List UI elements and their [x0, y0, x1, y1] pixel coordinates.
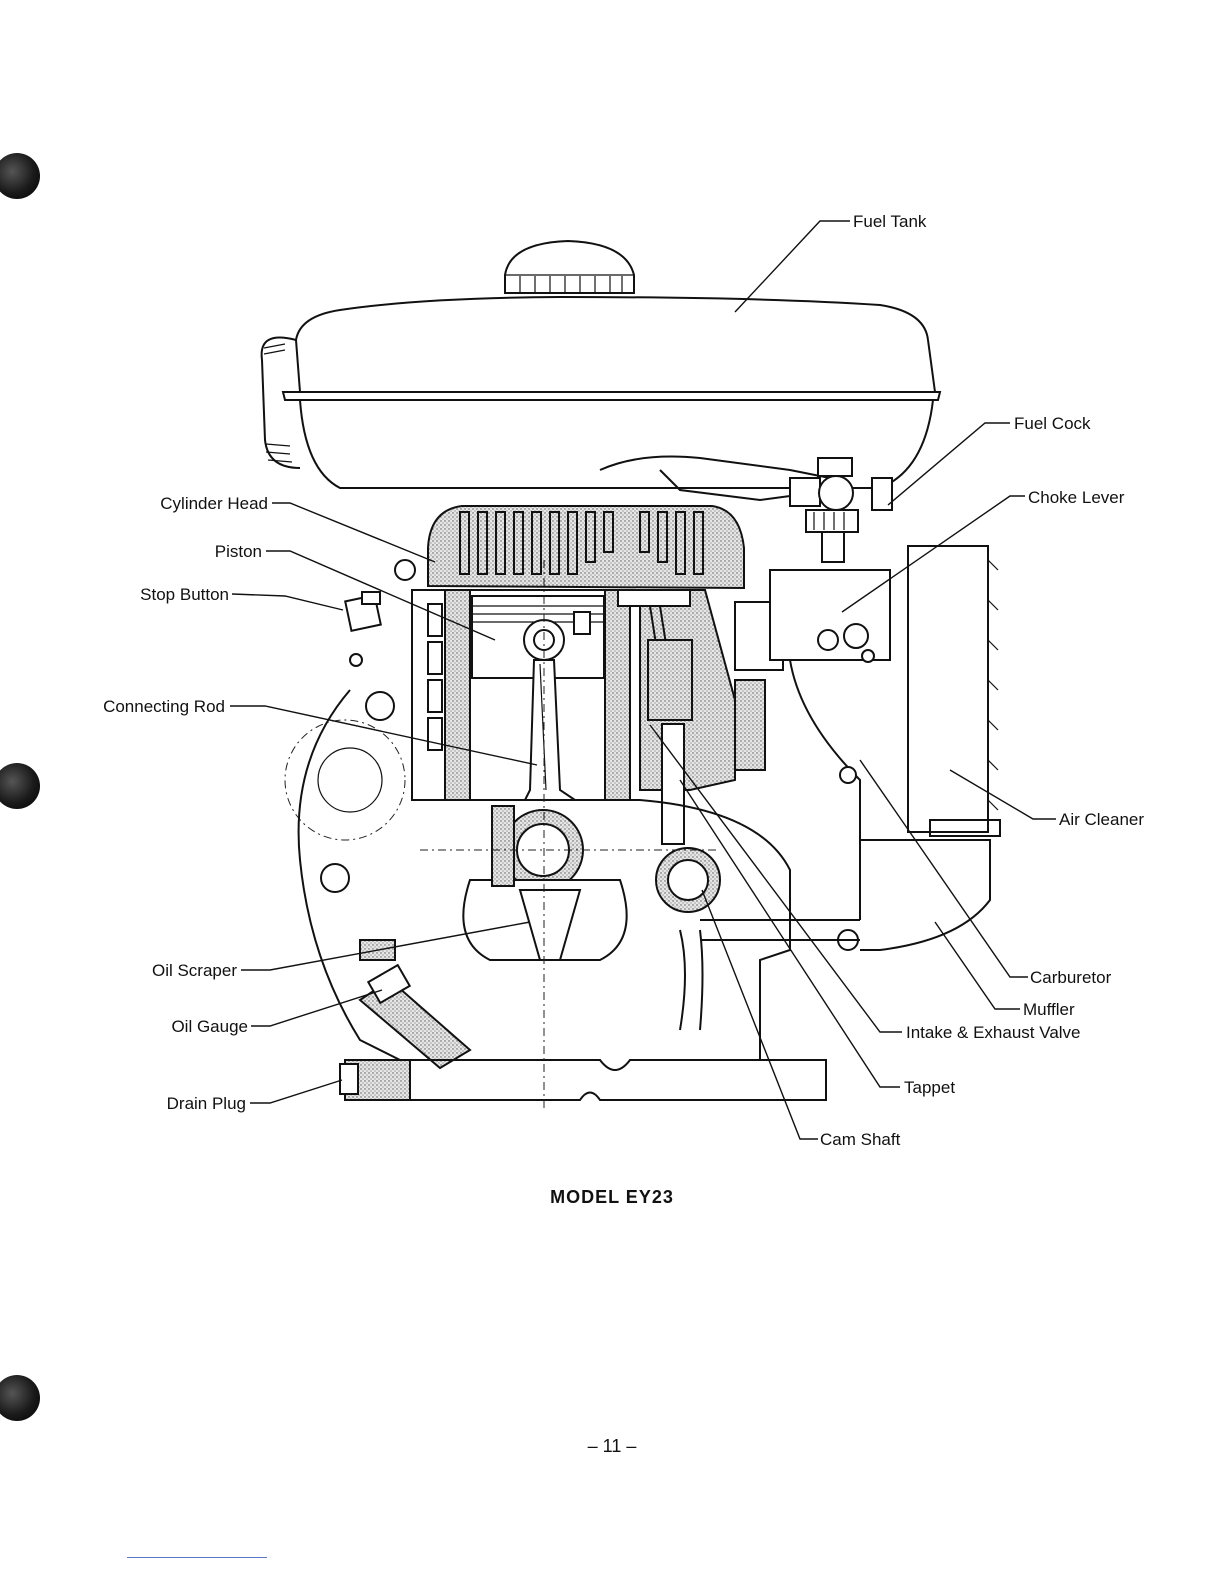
- engine-base: [340, 1060, 826, 1100]
- label-intake-exhaust-valve: Intake & Exhaust Valve: [906, 1023, 1081, 1042]
- leader-drain-plug: [250, 1080, 342, 1103]
- engine-drawing: [262, 241, 1000, 1110]
- label-fuel-tank: Fuel Tank: [853, 212, 927, 231]
- label-oil-gauge: Oil Gauge: [171, 1017, 248, 1036]
- figure-caption: MODEL EY23: [0, 1187, 1224, 1208]
- label-drain-plug: Drain Plug: [167, 1094, 246, 1113]
- page-number: – 11 –: [0, 1436, 1224, 1457]
- label-cam-shaft: Cam Shaft: [820, 1130, 901, 1149]
- label-fuel-cock: Fuel Cock: [1014, 414, 1091, 433]
- label-muffler: Muffler: [1023, 1000, 1075, 1019]
- carburetor: [735, 570, 890, 950]
- label-tappet: Tappet: [904, 1078, 955, 1097]
- label-oil-scraper: Oil Scraper: [152, 961, 237, 980]
- leader-muffler: [935, 922, 1020, 1009]
- leader-oil-gauge: [251, 990, 382, 1026]
- label-connecting-rod: Connecting Rod: [103, 697, 225, 716]
- label-choke-lever: Choke Lever: [1028, 488, 1125, 507]
- cylinder-head: [428, 506, 744, 588]
- label-cylinder-head: Cylinder Head: [160, 494, 268, 513]
- connecting-rod: [525, 660, 575, 800]
- label-piston: Piston: [215, 542, 262, 561]
- leader-fuel-cock: [888, 423, 1010, 505]
- footer-rule: [127, 1557, 267, 1558]
- label-air-cleaner: Air Cleaner: [1059, 810, 1144, 829]
- label-stop-button: Stop Button: [140, 585, 229, 604]
- fuel-tank-cap: [505, 241, 634, 293]
- leader-stop-button: [232, 594, 343, 610]
- crankshaft: [463, 806, 626, 960]
- oil-gauge: [360, 965, 470, 1068]
- label-carburetor: Carburetor: [1030, 968, 1112, 987]
- air-cleaner: [908, 546, 1000, 836]
- stop-button: [345, 560, 415, 666]
